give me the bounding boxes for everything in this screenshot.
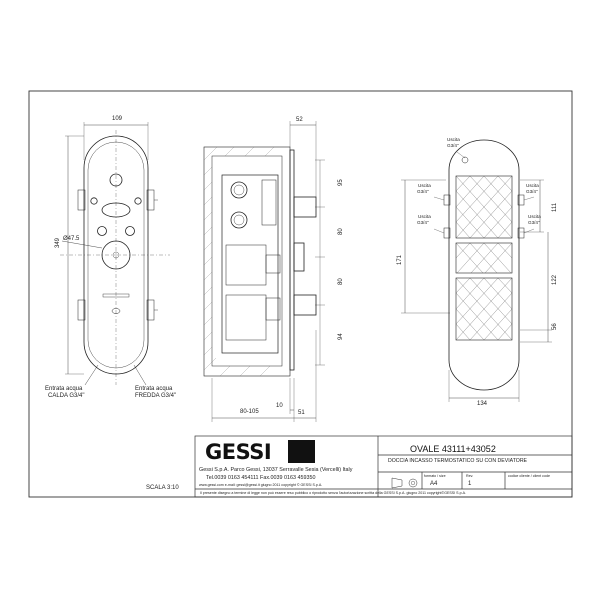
outlet-right2-label-2: G3/4" bbox=[528, 220, 540, 225]
outlet-left1-label-1: Uscita bbox=[418, 183, 431, 188]
label-hot-inlet-2: CALDA G3/4" bbox=[48, 393, 85, 399]
format-value: A4 bbox=[430, 481, 438, 487]
title-block-lines bbox=[194, 435, 573, 498]
outlet-top-label-1: Uscita bbox=[447, 137, 460, 142]
product-title: OVALE 43111+43052 bbox=[410, 444, 496, 454]
dim-front-height: 349 bbox=[55, 237, 61, 248]
company-address: Gessi S.p.A. Parco Gessi, 13037 Serraval… bbox=[199, 467, 353, 473]
outlet-right1-label-2: G3/4" bbox=[526, 189, 538, 194]
dim-back-122: 122 bbox=[552, 274, 558, 285]
dim-diameter: Ø47.5 bbox=[63, 236, 80, 242]
format-label: formato / size bbox=[424, 474, 446, 478]
outlet-left1-label-2: G3/4" bbox=[417, 189, 429, 194]
front-view bbox=[60, 122, 170, 386]
company-phone: Tel.0039 0163 454111 Fax.0039 0163 45935… bbox=[206, 475, 316, 481]
dim-front-width: 109 bbox=[112, 116, 123, 122]
outlet-right1-label-1: Uscita bbox=[526, 183, 539, 188]
client-code-label: codice cliente / client code bbox=[508, 474, 550, 478]
dim-back-56: 56 bbox=[552, 323, 558, 330]
dim-side-95: 95 bbox=[338, 179, 344, 186]
dim-side-94: 94 bbox=[338, 333, 344, 340]
dim-side-depth: 80-105 bbox=[240, 409, 259, 415]
label-cold-inlet-1: Entrata acqua bbox=[135, 386, 173, 392]
back-view bbox=[401, 139, 552, 402]
outlet-right2-label-1: Uscita bbox=[528, 214, 541, 219]
rev-label: Rev. bbox=[466, 474, 474, 478]
product-description: DOCCIA INCASSO TERMOSTATICO SU CON DEVIA… bbox=[388, 458, 528, 464]
dim-side-top: 52 bbox=[296, 117, 303, 123]
outlet-top-label-2: G3/4" bbox=[447, 143, 459, 148]
legal-footer: Il presente disegno a termine di legge n… bbox=[200, 491, 466, 495]
brand-logo-block bbox=[288, 440, 315, 463]
label-hot-inlet-1: Entrata acqua bbox=[45, 386, 83, 392]
dim-side-51: 51 bbox=[298, 410, 305, 416]
dim-back-111: 111 bbox=[552, 202, 558, 212]
company-web: www.gessi.com e-mail: gessi@gessi.it giu… bbox=[199, 483, 323, 487]
outlet-left2-label-2: G3/4" bbox=[417, 220, 429, 225]
scale-label: SCALA 3:10 bbox=[146, 485, 179, 491]
brand-logo: GESSI bbox=[205, 440, 272, 464]
side-view bbox=[203, 121, 325, 422]
dim-side-80b: 80 bbox=[338, 278, 344, 285]
outlet-left2-label-1: Uscita bbox=[418, 214, 431, 219]
label-cold-inlet-2: FREDDA G3/4" bbox=[135, 393, 177, 399]
dim-back-171: 171 bbox=[397, 254, 403, 265]
dim-side-10: 10 bbox=[276, 403, 283, 409]
dim-side-80a: 80 bbox=[338, 228, 344, 235]
dim-back-width: 134 bbox=[477, 401, 488, 407]
rev-value: 1 bbox=[468, 481, 472, 487]
